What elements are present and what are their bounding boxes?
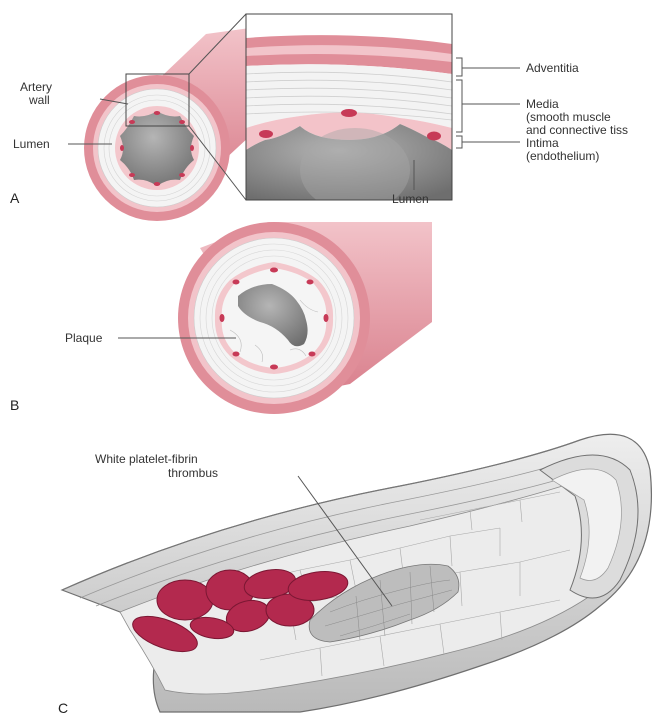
- label-thrombus-1: White platelet-fibrin: [95, 452, 198, 466]
- label-thrombus-2: thrombus: [168, 466, 218, 480]
- label-plaque: Plaque: [65, 331, 103, 345]
- label-lumen-zoom: Lumen: [392, 192, 429, 206]
- label-intima-1: Intima: [526, 136, 559, 150]
- label-media-2: (smooth muscle: [526, 110, 611, 124]
- label-lumen-a: Lumen: [13, 137, 50, 151]
- panel-label-c: C: [58, 700, 68, 716]
- media-bracket: [456, 80, 462, 132]
- label-artery-wall-2: wall: [28, 93, 50, 107]
- label-adventitia: Adventitia: [526, 61, 579, 75]
- panel-label-b: B: [10, 397, 19, 413]
- panel-label-a: A: [10, 190, 20, 206]
- label-media-3: and connective tiss: [526, 123, 628, 137]
- label-media-1: Media: [526, 97, 559, 111]
- panel-c: White platelet-fibrin thrombus C: [58, 434, 651, 716]
- panel-b: Plaque B: [10, 222, 432, 414]
- panel-a: Artery wall Lumen Adventitia Media (smoo…: [10, 14, 628, 221]
- label-intima-2: (endothelium): [526, 149, 599, 163]
- intima-bracket: [456, 136, 462, 148]
- magnified-wall: [246, 14, 452, 212]
- adventitia-bracket: [456, 58, 462, 76]
- label-artery-wall-1: Artery: [20, 80, 52, 94]
